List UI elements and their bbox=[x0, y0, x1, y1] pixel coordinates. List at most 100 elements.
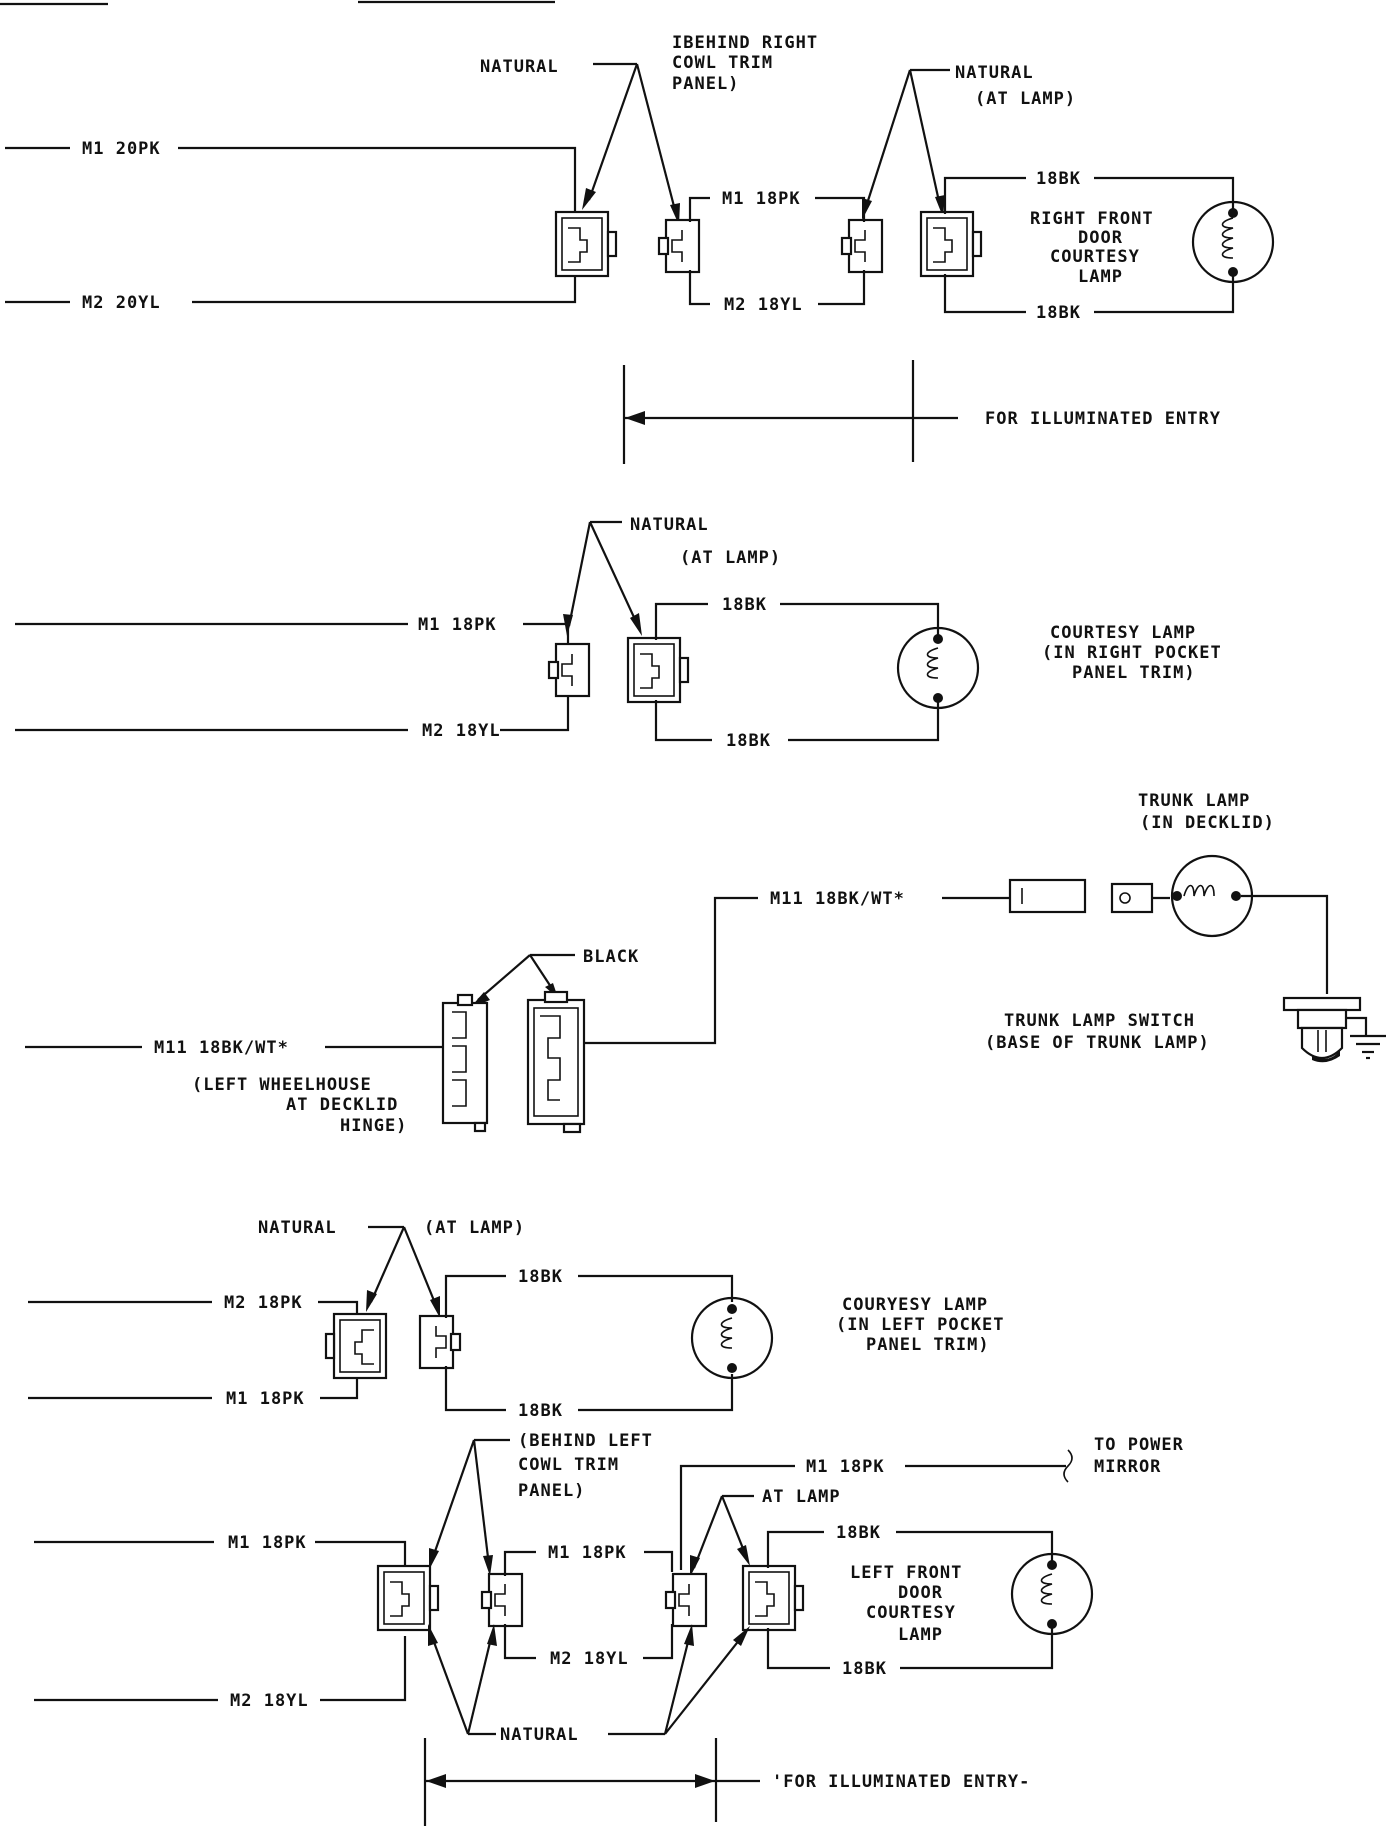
wire bbox=[1241, 894, 1329, 994]
wire-label: 18BK bbox=[842, 1659, 887, 1679]
arrow-head bbox=[487, 1624, 497, 1646]
connector bbox=[657, 218, 701, 274]
illuminated-entry-label: FOR ILLUMINATED ENTRY bbox=[985, 409, 1221, 429]
arrow-head bbox=[429, 1548, 439, 1570]
lamp-label: COURTESY bbox=[866, 1603, 956, 1623]
wire bbox=[315, 1540, 407, 1566]
wire bbox=[1094, 272, 1235, 314]
leader-line bbox=[664, 1633, 745, 1735]
wire-label: 18BK bbox=[518, 1267, 563, 1287]
lamp-label: PANEL TRIM) bbox=[866, 1335, 990, 1355]
arrow-head bbox=[625, 411, 645, 425]
leader-line bbox=[720, 1495, 748, 1557]
leader-line bbox=[663, 1633, 692, 1735]
bulb-socket bbox=[1110, 882, 1170, 914]
location-label: AT DECKLID bbox=[286, 1095, 398, 1115]
decklid-connector-left bbox=[441, 993, 489, 1133]
arrow-head bbox=[690, 1555, 700, 1577]
lamp-label: (IN LEFT POCKET bbox=[836, 1315, 1005, 1335]
wire bbox=[320, 1378, 359, 1400]
leader-line bbox=[863, 69, 912, 211]
wire-label: 18BK bbox=[518, 1401, 563, 1421]
arrow-head bbox=[426, 1774, 446, 1788]
connector bbox=[418, 1314, 462, 1370]
switch-label: (BASE OF TRUNK LAMP) bbox=[985, 1033, 1210, 1053]
lamp-label: TRUNK LAMP bbox=[1138, 791, 1250, 811]
wire bbox=[780, 602, 940, 638]
lamp-label: (IN RIGHT POCKET bbox=[1042, 643, 1222, 663]
leader-line bbox=[529, 954, 554, 991]
location-label: (AT LAMP) bbox=[975, 89, 1076, 109]
destination-label: TO POWER bbox=[1094, 1435, 1184, 1455]
wire bbox=[943, 274, 1026, 314]
connector bbox=[741, 1564, 805, 1632]
wire bbox=[766, 1530, 824, 1568]
leader-line bbox=[692, 1495, 724, 1569]
lamp-label: LAMP bbox=[898, 1625, 943, 1645]
wire bbox=[688, 196, 710, 222]
natural-label: NATURAL bbox=[955, 63, 1034, 83]
lamp-label: LAMP bbox=[1078, 267, 1123, 287]
lamp-bulb bbox=[1010, 1552, 1094, 1636]
trunk-lamp-switch bbox=[1282, 996, 1368, 1063]
wire-label: 18BK bbox=[1036, 303, 1081, 323]
arrow-head bbox=[582, 188, 596, 210]
wire bbox=[320, 1636, 407, 1702]
wire bbox=[178, 146, 577, 215]
connector bbox=[480, 1572, 524, 1628]
wire-label: M2 18YL bbox=[550, 1649, 629, 1669]
wire bbox=[679, 1464, 795, 1570]
wire-label: 18BK bbox=[722, 595, 767, 615]
lamp-label: COURTESY LAMP bbox=[1050, 623, 1196, 643]
illuminated-entry-label: 'FOR ILLUMINATED ENTRY- bbox=[772, 1772, 1030, 1792]
wire bbox=[503, 1624, 536, 1660]
section-right-front-door: NATURAL IBEHIND RIGHT COWL TRIM PANEL) N… bbox=[5, 33, 1275, 464]
wire-label: M1 18PK bbox=[722, 189, 801, 209]
leader-line bbox=[472, 1439, 491, 1567]
wire bbox=[688, 270, 710, 306]
wire-label: M1 18PK bbox=[418, 615, 497, 635]
connector bbox=[547, 642, 591, 698]
wire bbox=[444, 1274, 506, 1318]
leader-line bbox=[477, 954, 531, 1001]
wire-break bbox=[1063, 1449, 1073, 1483]
wire bbox=[192, 262, 577, 304]
leader-line bbox=[430, 1439, 476, 1561]
wire-label: M1 18PK bbox=[806, 1457, 885, 1477]
wire bbox=[523, 622, 570, 645]
location-label: (AT LAMP) bbox=[680, 548, 781, 568]
arrow-head bbox=[695, 1774, 715, 1788]
wire-label: M2 18YL bbox=[230, 1691, 309, 1711]
lamp-label: DOOR bbox=[898, 1583, 943, 1603]
leader-line bbox=[567, 521, 592, 627]
arrow-head bbox=[733, 1626, 750, 1646]
lamp-label: COURYESY LAMP bbox=[842, 1295, 988, 1315]
wire bbox=[580, 896, 758, 1045]
connector bbox=[324, 1312, 388, 1380]
wire bbox=[815, 196, 866, 222]
wire bbox=[788, 698, 940, 742]
lamp-label: LEFT FRONT bbox=[850, 1563, 962, 1583]
switch-label: TRUNK LAMP SWITCH bbox=[1004, 1011, 1195, 1031]
natural-label: NATURAL bbox=[630, 515, 709, 535]
wire bbox=[643, 1624, 674, 1660]
wire-label: M2 18YL bbox=[422, 721, 501, 741]
wire-label: M1 18PK bbox=[548, 1543, 627, 1563]
location-label: COWL TRIM bbox=[672, 53, 773, 73]
connector bbox=[626, 636, 690, 704]
section-left-pocket-courtesy: NATURAL (AT LAMP) M2 18PK M1 18PK 18BK 1… bbox=[28, 1218, 1005, 1421]
location-label: HINGE) bbox=[340, 1116, 407, 1136]
arrow-head bbox=[737, 1545, 750, 1566]
wire bbox=[818, 270, 866, 306]
wire bbox=[896, 1530, 1054, 1562]
wire bbox=[943, 176, 1026, 214]
wire bbox=[578, 1374, 734, 1412]
lamp-bulb bbox=[1191, 200, 1275, 284]
arrow-head bbox=[366, 1290, 377, 1312]
leader-line bbox=[587, 63, 639, 201]
wire bbox=[444, 1366, 506, 1412]
inline-connector bbox=[1008, 878, 1087, 914]
connector bbox=[919, 210, 983, 278]
location-label: PANEL) bbox=[518, 1481, 585, 1501]
